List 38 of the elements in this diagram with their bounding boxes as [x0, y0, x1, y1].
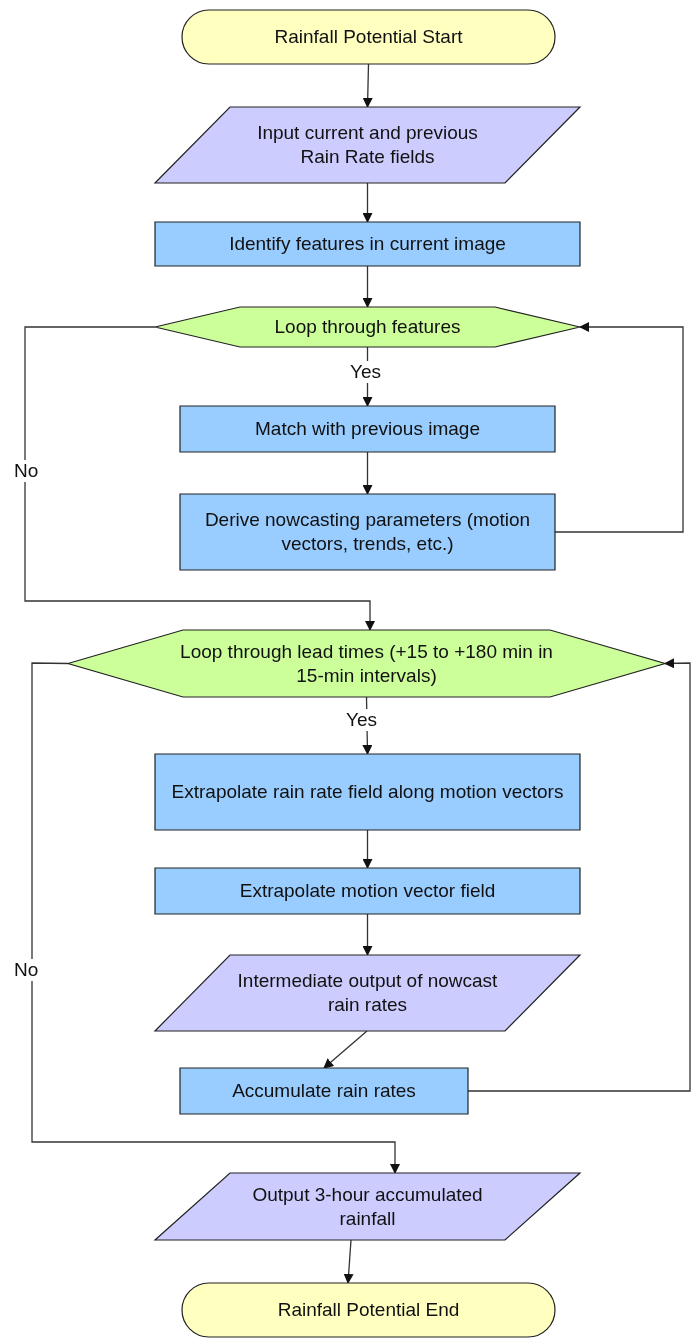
arrow — [362, 63, 373, 108]
step-text: Loop through lead times (+15 to +180 min in 15-min intervals) — [179, 639, 554, 688]
step-text: Match with previous image — [255, 417, 480, 441]
loop-hexagon — [68, 630, 665, 697]
arrow — [343, 1239, 354, 1284]
process-box — [180, 406, 555, 452]
arrow — [323, 1030, 368, 1069]
process-box — [180, 494, 555, 570]
process-box — [155, 868, 580, 914]
arrow — [362, 182, 373, 223]
step-text: Extrapolate rain rate field along motion vectors — [171, 780, 564, 804]
arrow — [31, 662, 400, 1174]
edge-label: No — [13, 959, 40, 981]
step-text: Intermediate output of nowcast rain rates — [236, 969, 499, 1017]
edge-label: Yes — [349, 361, 382, 383]
arrow — [362, 451, 373, 495]
loop-hexagon — [155, 307, 580, 347]
arrow — [362, 265, 373, 308]
data-parallelogram — [155, 107, 580, 183]
step-text: Identify features in current image — [229, 232, 506, 256]
data-parallelogram — [155, 1173, 580, 1240]
edge-label: Yes — [345, 709, 378, 731]
step-text: Rainfall Potential Start — [274, 25, 463, 49]
process-box — [180, 1068, 468, 1114]
arrow — [24, 326, 375, 631]
step-text: Output 3-hour accumulated rainfall — [251, 1182, 484, 1231]
edge-label: No — [13, 460, 40, 482]
process-box — [155, 222, 580, 266]
step-text: Input current and previous Rain Rate fields — [256, 121, 479, 169]
step-text: Extrapolate motion vector field — [239, 879, 496, 903]
step-text: Derive nowcasting parameters (motion vectors, trends, etc.) — [203, 508, 532, 556]
arrow — [362, 913, 373, 956]
arrow — [362, 829, 373, 869]
step-text: Rainfall Potential End — [277, 1298, 460, 1322]
step-text: Accumulate rain rates — [232, 1079, 416, 1103]
data-parallelogram — [155, 955, 580, 1031]
step-text: Loop through features — [274, 315, 461, 339]
process-box — [155, 754, 580, 830]
